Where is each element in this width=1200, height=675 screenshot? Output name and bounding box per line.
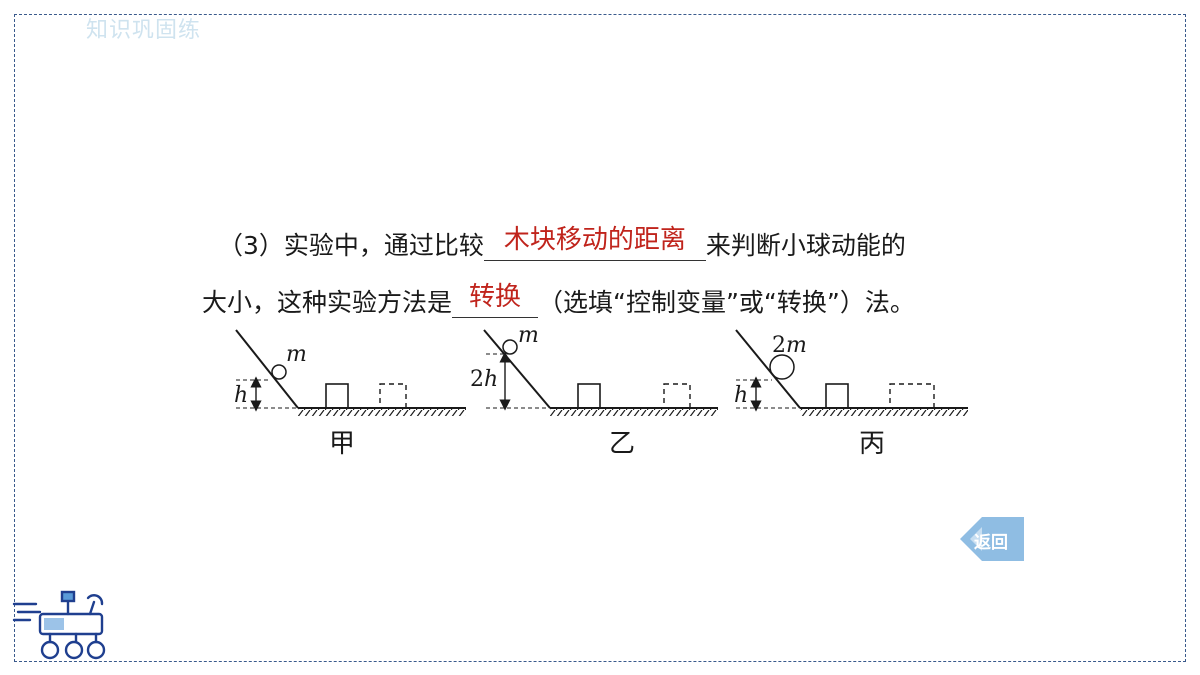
figure-label: 丙 <box>859 429 885 459</box>
ball <box>769 354 795 380</box>
back-button-label: 返回 <box>974 533 1008 553</box>
question-line-1: （3）实验中，通过比较 木块移动的距离来判断小球动能的 <box>218 225 906 262</box>
figure-bing: 2m h 丙 <box>734 329 968 459</box>
back-arrow-icon <box>960 517 1024 561</box>
ball-mass-label: m <box>518 323 539 348</box>
block-final-position <box>663 383 691 409</box>
height-label: h <box>234 383 248 408</box>
figure-yi: m 2h 乙 <box>470 323 718 459</box>
wooden-block <box>825 383 849 409</box>
ball-mass-label: 2m <box>772 333 807 358</box>
block-final-position <box>379 383 407 409</box>
slide-frame <box>14 14 1186 662</box>
height-label: 2h <box>470 367 498 392</box>
ball <box>271 364 287 380</box>
wooden-block <box>325 383 349 409</box>
question-text: 大小，这种实验方法是 <box>202 288 453 317</box>
answer-2: 转换 <box>469 282 522 312</box>
question-text: （3）实验中，通过比较 <box>218 231 484 260</box>
figure-label: 乙 <box>609 429 635 459</box>
back-button[interactable]: 返回 <box>960 517 1024 561</box>
figure-label: 甲 <box>329 429 355 459</box>
section-title: 知识巩固练 <box>86 18 202 43</box>
answer-1: 木块移动的距离 <box>503 225 686 255</box>
answer-blank-1: 木块移动的距离 <box>483 225 706 261</box>
wooden-block <box>577 383 601 409</box>
experiment-figure: m h 甲 m 2h 乙 <box>234 323 968 459</box>
block-final-position <box>889 383 935 409</box>
answer-blank-2: 转换 <box>452 282 539 318</box>
height-label: h <box>734 383 748 408</box>
figure-jia: m h 甲 <box>234 329 466 459</box>
question-text: 来判断小球动能的 <box>705 231 906 260</box>
ball-mass-label: m <box>286 342 307 367</box>
question-line-2: 大小，这种实验方法是 转换 （选填“控制变量”或“转换”）法。 <box>202 282 915 319</box>
rover-icon <box>12 590 106 660</box>
question-text: （选填“控制变量”或“转换”）法。 <box>538 288 915 317</box>
ball <box>502 339 518 355</box>
